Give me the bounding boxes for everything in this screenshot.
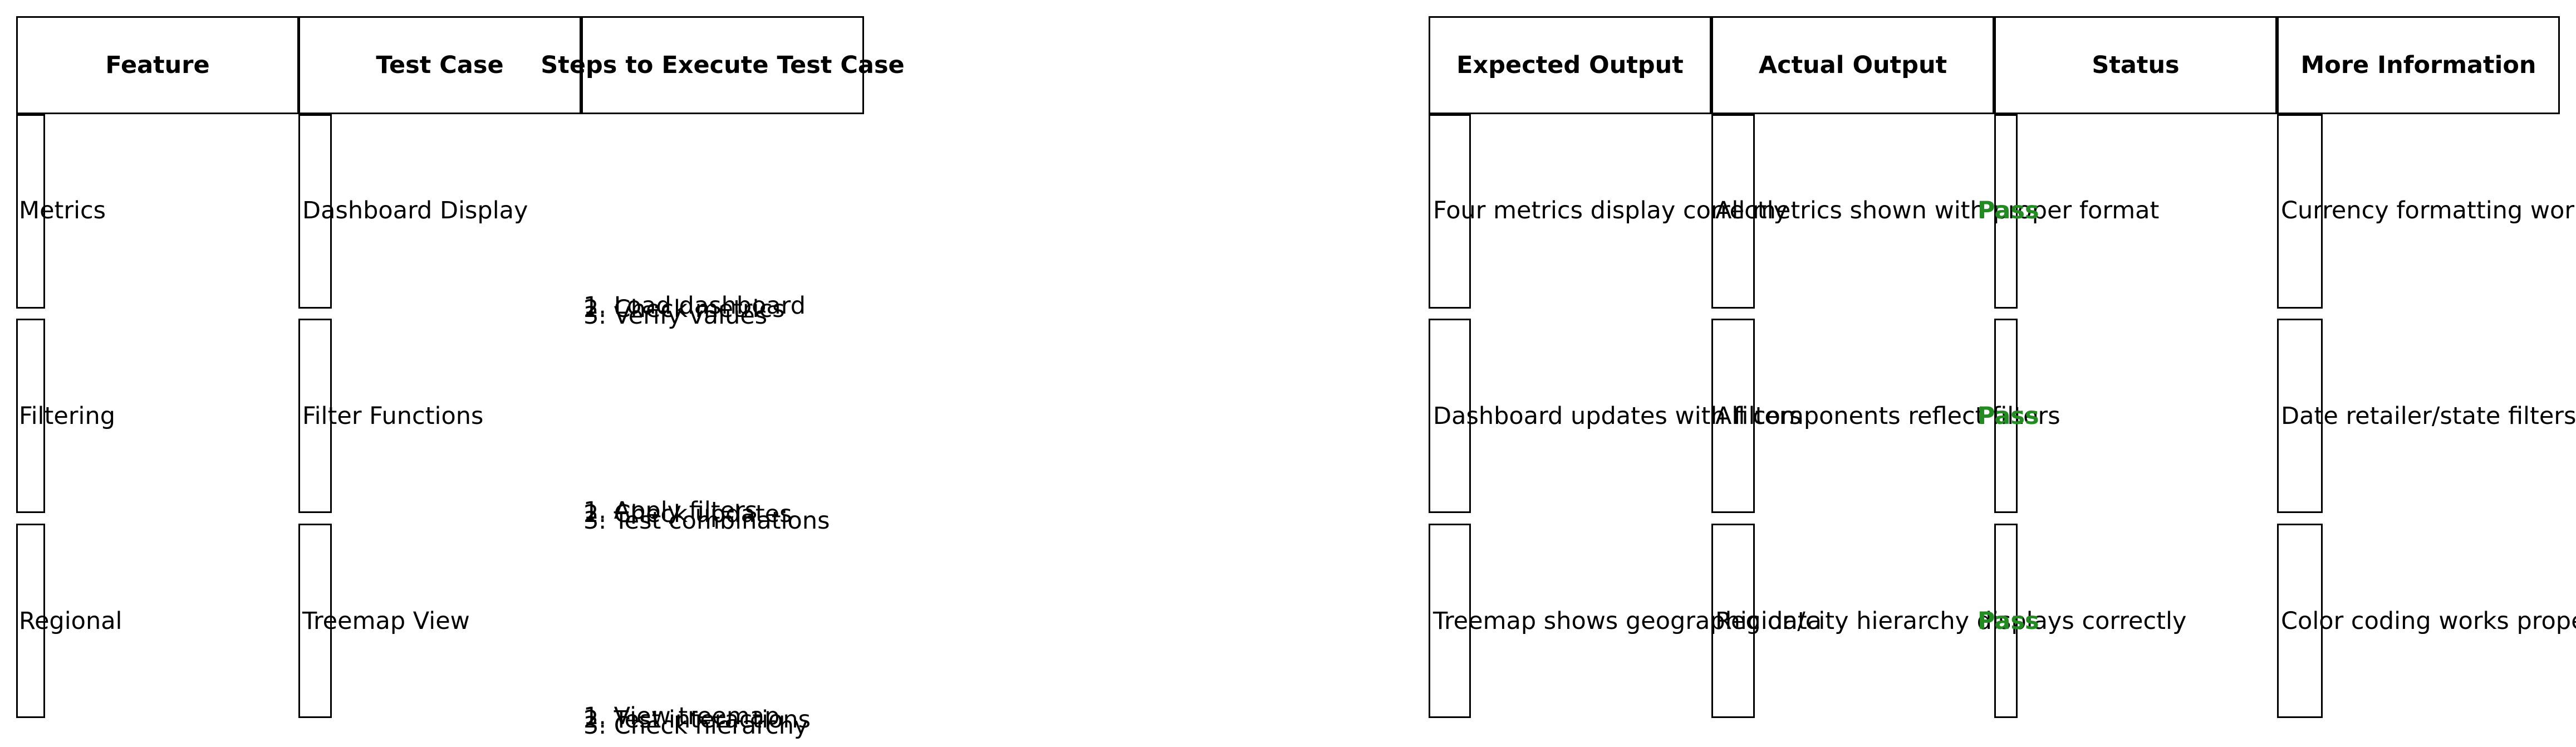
row-1-test-case: Dashboard Display	[302, 197, 528, 224]
header-steps-label: Steps to Execute Test Case	[541, 51, 905, 79]
row-3-feature-bar	[16, 524, 45, 718]
header-actual: Actual Output	[1711, 16, 1994, 114]
row-1-expected: Four metrics display correctly	[1433, 197, 1788, 224]
row-3-feature: Regional	[19, 607, 122, 635]
row-2-more-info: Date retailer/state filters work	[2281, 402, 2576, 430]
header-status: Status	[1994, 16, 2277, 114]
row-2-status-bar	[1994, 319, 2018, 513]
row-2-actual-bar	[1711, 319, 1755, 513]
row-1-status-bar	[1994, 114, 2018, 309]
row-3-test-case: Treemap View	[302, 607, 470, 635]
header-more-info-label: More Information	[2300, 51, 2536, 79]
header-test-case-label: Test Case	[376, 51, 504, 79]
row-1-actual: All metrics shown with proper format	[1715, 197, 2160, 224]
row-2-step-3: 3. Test combinations	[583, 507, 830, 535]
row-2-test-case: Filter Functions	[302, 402, 484, 430]
header-feature-label: Feature	[105, 51, 210, 79]
row-2-step-2: 2. Check updates	[583, 500, 792, 528]
row-3-expected: Treemap shows geographic data	[1433, 607, 1822, 635]
header-expected: Expected Output	[1429, 16, 1711, 114]
header-test-case: Test Case	[298, 16, 581, 114]
row-1-step-2: 2. Check metrics	[583, 295, 785, 323]
row-2-status: Pass	[1978, 402, 2039, 430]
row-3-actual: Region/city hierarchy displays correctly	[1715, 607, 2187, 635]
header-status-label: Status	[2092, 51, 2180, 79]
row-1-feature-bar	[16, 114, 45, 309]
row-2-more-info-bar	[2277, 319, 2323, 513]
row-2-step-1: 1. Apply filters	[583, 497, 758, 525]
row-1-actual-bar	[1711, 114, 1755, 309]
header-more-info: More Information	[2277, 16, 2560, 114]
header-feature: Feature	[16, 16, 299, 114]
header-expected-label: Expected Output	[1456, 51, 1684, 79]
row-1-test-case-bar	[298, 114, 332, 309]
row-3-more-info: Color coding works properly	[2281, 607, 2576, 635]
row-3-step-2: 2. Test interactions	[583, 706, 811, 734]
row-3-more-info-bar	[2277, 524, 2323, 718]
row-1-more-info: Currency formatting works	[2281, 197, 2576, 224]
row-2-expected-bar	[1429, 319, 1471, 513]
row-1-more-info-bar	[2277, 114, 2323, 309]
row-3-test-case-bar	[298, 524, 332, 718]
row-2-actual: All components reflect filters	[1715, 402, 2060, 430]
row-2-feature-bar	[16, 319, 45, 513]
row-1-status: Pass	[1978, 197, 2039, 224]
row-3-status-bar	[1994, 524, 2018, 718]
row-3-actual-bar	[1711, 524, 1755, 718]
row-3-step-3: 3. Check hierarchy	[583, 712, 808, 740]
header-actual-label: Actual Output	[1758, 51, 1947, 79]
row-1-step-1: 1. Load dashboard	[583, 292, 806, 320]
row-2-test-case-bar	[298, 319, 332, 513]
header-steps-cell: Steps to Execute Test Case	[541, 16, 905, 114]
row-2-expected: Dashboard updates with filters	[1433, 402, 1802, 430]
row-3-status: Pass	[1978, 607, 2039, 635]
row-1-step-3: 3. Verify values	[583, 302, 768, 330]
row-1-expected-bar	[1429, 114, 1471, 309]
row-3-expected-bar	[1429, 524, 1471, 718]
row-2-feature: Filtering	[19, 402, 115, 430]
row-3-step-1: 1. View treemap	[583, 702, 780, 730]
row-1-feature: Metrics	[19, 197, 106, 224]
